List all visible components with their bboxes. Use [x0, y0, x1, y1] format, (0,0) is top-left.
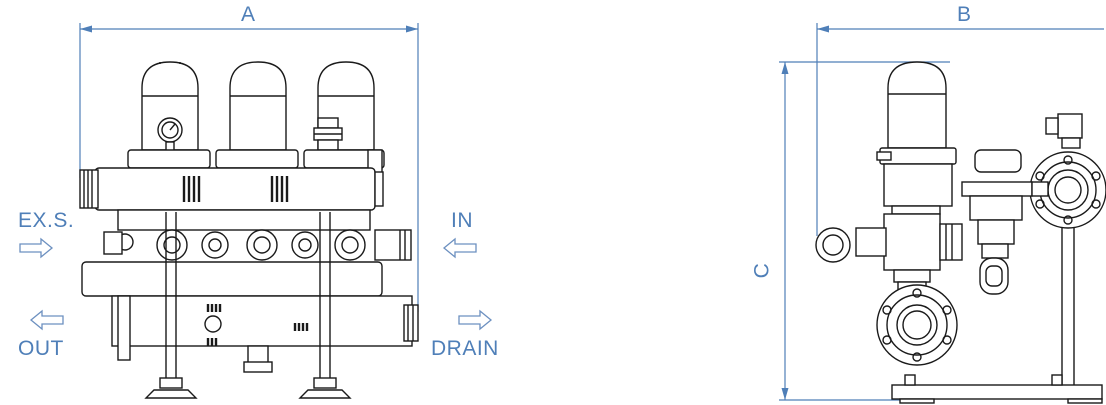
in-arrow-icon — [442, 237, 477, 259]
exs-arrow-icon — [19, 237, 54, 259]
side-filter-dome — [887, 61, 947, 149]
dimension-c-label: C — [750, 262, 774, 279]
drain-label: DRAIN — [431, 337, 499, 360]
bottom-flange-valve — [876, 284, 958, 366]
exs-label: EX.S. — [18, 209, 75, 232]
solenoid-icon — [1045, 113, 1083, 149]
drain-manifold — [111, 295, 419, 373]
drain-arrow-icon — [458, 309, 493, 331]
filter-dome-2 — [229, 61, 287, 151]
filter-dome-1 — [141, 61, 199, 151]
side-valve-body — [815, 213, 963, 293]
dimension-a-label: A — [241, 3, 256, 26]
side-base-plate — [891, 374, 1103, 404]
dimension-a-line — [79, 23, 419, 312]
backflush-valves — [103, 209, 412, 261]
air-valve-icon — [313, 117, 343, 151]
in-label: IN — [451, 209, 473, 232]
dimension-b-line — [816, 23, 1104, 236]
out-arrow-icon — [29, 309, 64, 331]
support-legs — [144, 212, 352, 399]
dimension-b-label: B — [957, 3, 972, 26]
front-view-filter-battery — [79, 61, 419, 399]
side-view-filter — [815, 61, 1106, 404]
out-label: OUT — [18, 337, 64, 360]
top-manifold — [79, 167, 384, 211]
outlet-manifold — [81, 261, 383, 297]
hydraulic-valve — [961, 149, 1049, 295]
